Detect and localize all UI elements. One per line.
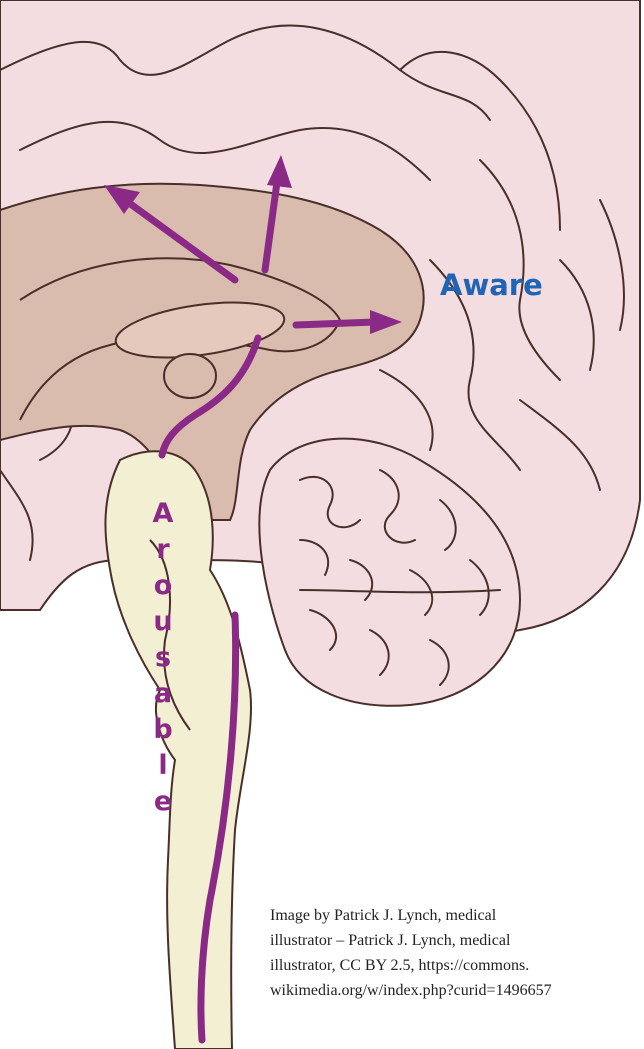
arousable-label: A r o u s a b l e — [146, 496, 180, 820]
arousable-letter: b — [146, 712, 180, 748]
arousable-letter: a — [146, 676, 180, 712]
credit-line: wikimedia.org/w/index.php?curid=1496657 — [270, 978, 640, 1003]
credit-line: illustrator, CC BY 2.5, https://commons. — [270, 953, 640, 978]
credit-line: Image by Patrick J. Lynch, medical — [270, 903, 640, 928]
arousable-letter: o — [146, 568, 180, 604]
arousable-letter: r — [146, 532, 180, 568]
interthalamic-adhesion — [164, 354, 216, 398]
arrow-shaft-back — [296, 322, 375, 325]
credit-line: illustrator – Patrick J. Lynch, medical — [270, 928, 640, 953]
arousable-letter: l — [146, 748, 180, 784]
image-credit: Image by Patrick J. Lynch, medical illus… — [270, 903, 640, 1003]
aware-label: Aware — [440, 268, 543, 302]
arousable-letter: s — [146, 640, 180, 676]
arousable-letter: A — [146, 496, 180, 532]
arousable-letter: e — [146, 784, 180, 820]
arousable-letter: u — [146, 604, 180, 640]
